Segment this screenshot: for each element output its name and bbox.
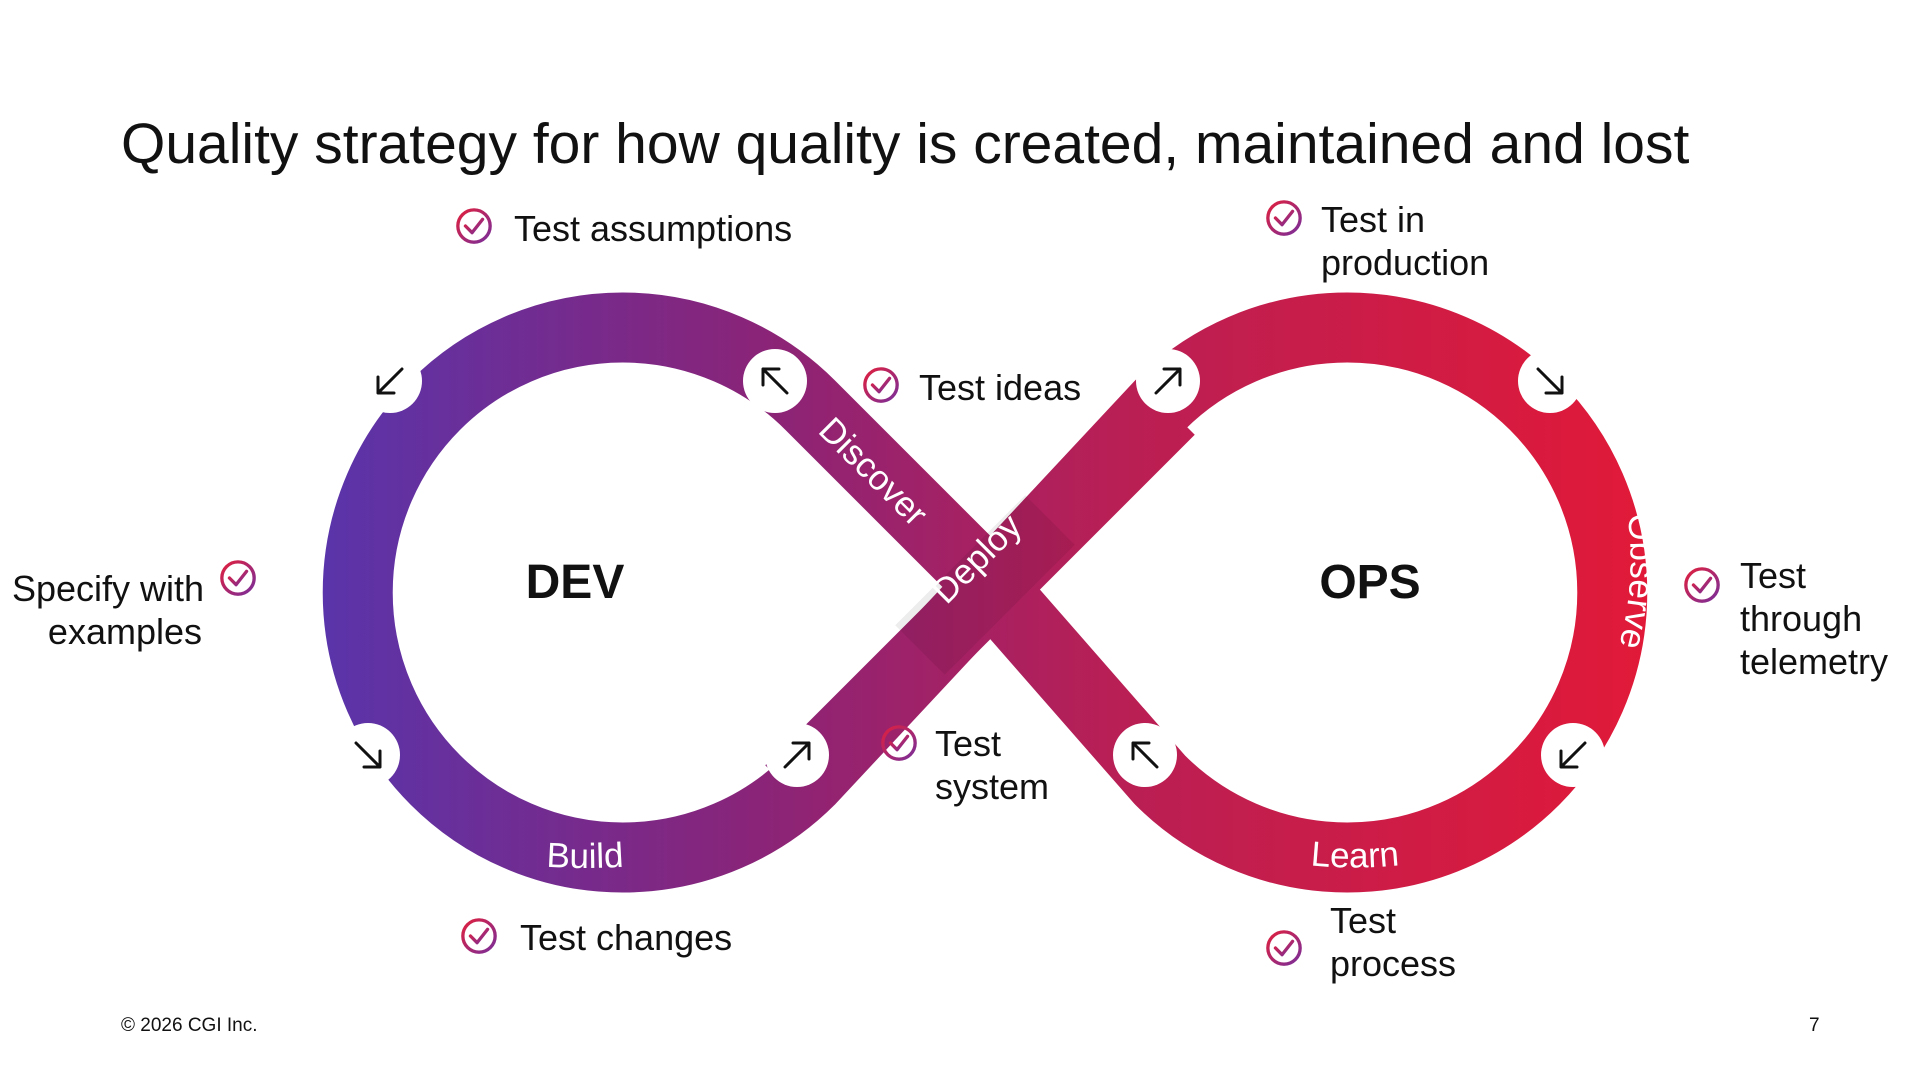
check-circle-icon bbox=[461, 918, 497, 954]
note-line: Test bbox=[935, 723, 1002, 764]
slide-title: Quality strategy for how quality is crea… bbox=[121, 112, 1690, 176]
note-line: Specify with bbox=[12, 568, 205, 609]
note-test-system: Test system bbox=[935, 722, 1049, 808]
note-line: process bbox=[1330, 943, 1457, 984]
note-test-changes: Test changes bbox=[520, 917, 733, 958]
note-line: system bbox=[935, 766, 1050, 807]
page-number: 7 bbox=[1809, 1015, 1820, 1036]
check-circle-icon bbox=[863, 367, 899, 403]
arrow-icon bbox=[1541, 723, 1605, 787]
note-specify-with-examples: Specify with examples bbox=[12, 567, 205, 653]
check-circle-icon bbox=[881, 725, 917, 761]
check-circle-icon bbox=[220, 560, 256, 596]
note-line: Test bbox=[1330, 900, 1397, 941]
arrow-icon bbox=[336, 723, 400, 787]
dev-label: DEV bbox=[526, 556, 625, 609]
footer-copyright: © 2026 CGI Inc. bbox=[121, 1015, 258, 1036]
note-line: production bbox=[1321, 242, 1490, 283]
note-test-through-telemetry: Test through telemetry bbox=[1740, 554, 1888, 683]
stage-build: Build bbox=[546, 836, 625, 876]
arrow-icon bbox=[1113, 723, 1177, 787]
note-test-ideas: Test ideas bbox=[919, 367, 1082, 408]
ops-label: OPS bbox=[1319, 556, 1420, 609]
note-line: examples bbox=[47, 611, 202, 652]
arrow-icon bbox=[358, 349, 422, 413]
check-circle-icon bbox=[1266, 930, 1302, 966]
note-line: Test in bbox=[1321, 199, 1426, 240]
stage-learn: Learn bbox=[1310, 834, 1401, 875]
note-test-in-production: Test in production bbox=[1321, 198, 1489, 284]
arrow-icon bbox=[1136, 349, 1200, 413]
check-circle-icon bbox=[456, 208, 492, 244]
note-test-assumptions: Test assumptions bbox=[514, 208, 793, 249]
note-line: Test bbox=[1740, 555, 1807, 596]
check-circle-icon bbox=[1684, 567, 1720, 603]
note-line: through bbox=[1740, 598, 1863, 639]
note-line: telemetry bbox=[1740, 641, 1889, 682]
stage-plan: Plan bbox=[548, 251, 623, 292]
arrow-icon bbox=[1518, 349, 1582, 413]
note-test-process: Test process bbox=[1330, 899, 1456, 985]
arrow-icon bbox=[765, 723, 829, 787]
arrow-icon bbox=[743, 349, 807, 413]
check-circle-icon bbox=[1266, 200, 1302, 236]
